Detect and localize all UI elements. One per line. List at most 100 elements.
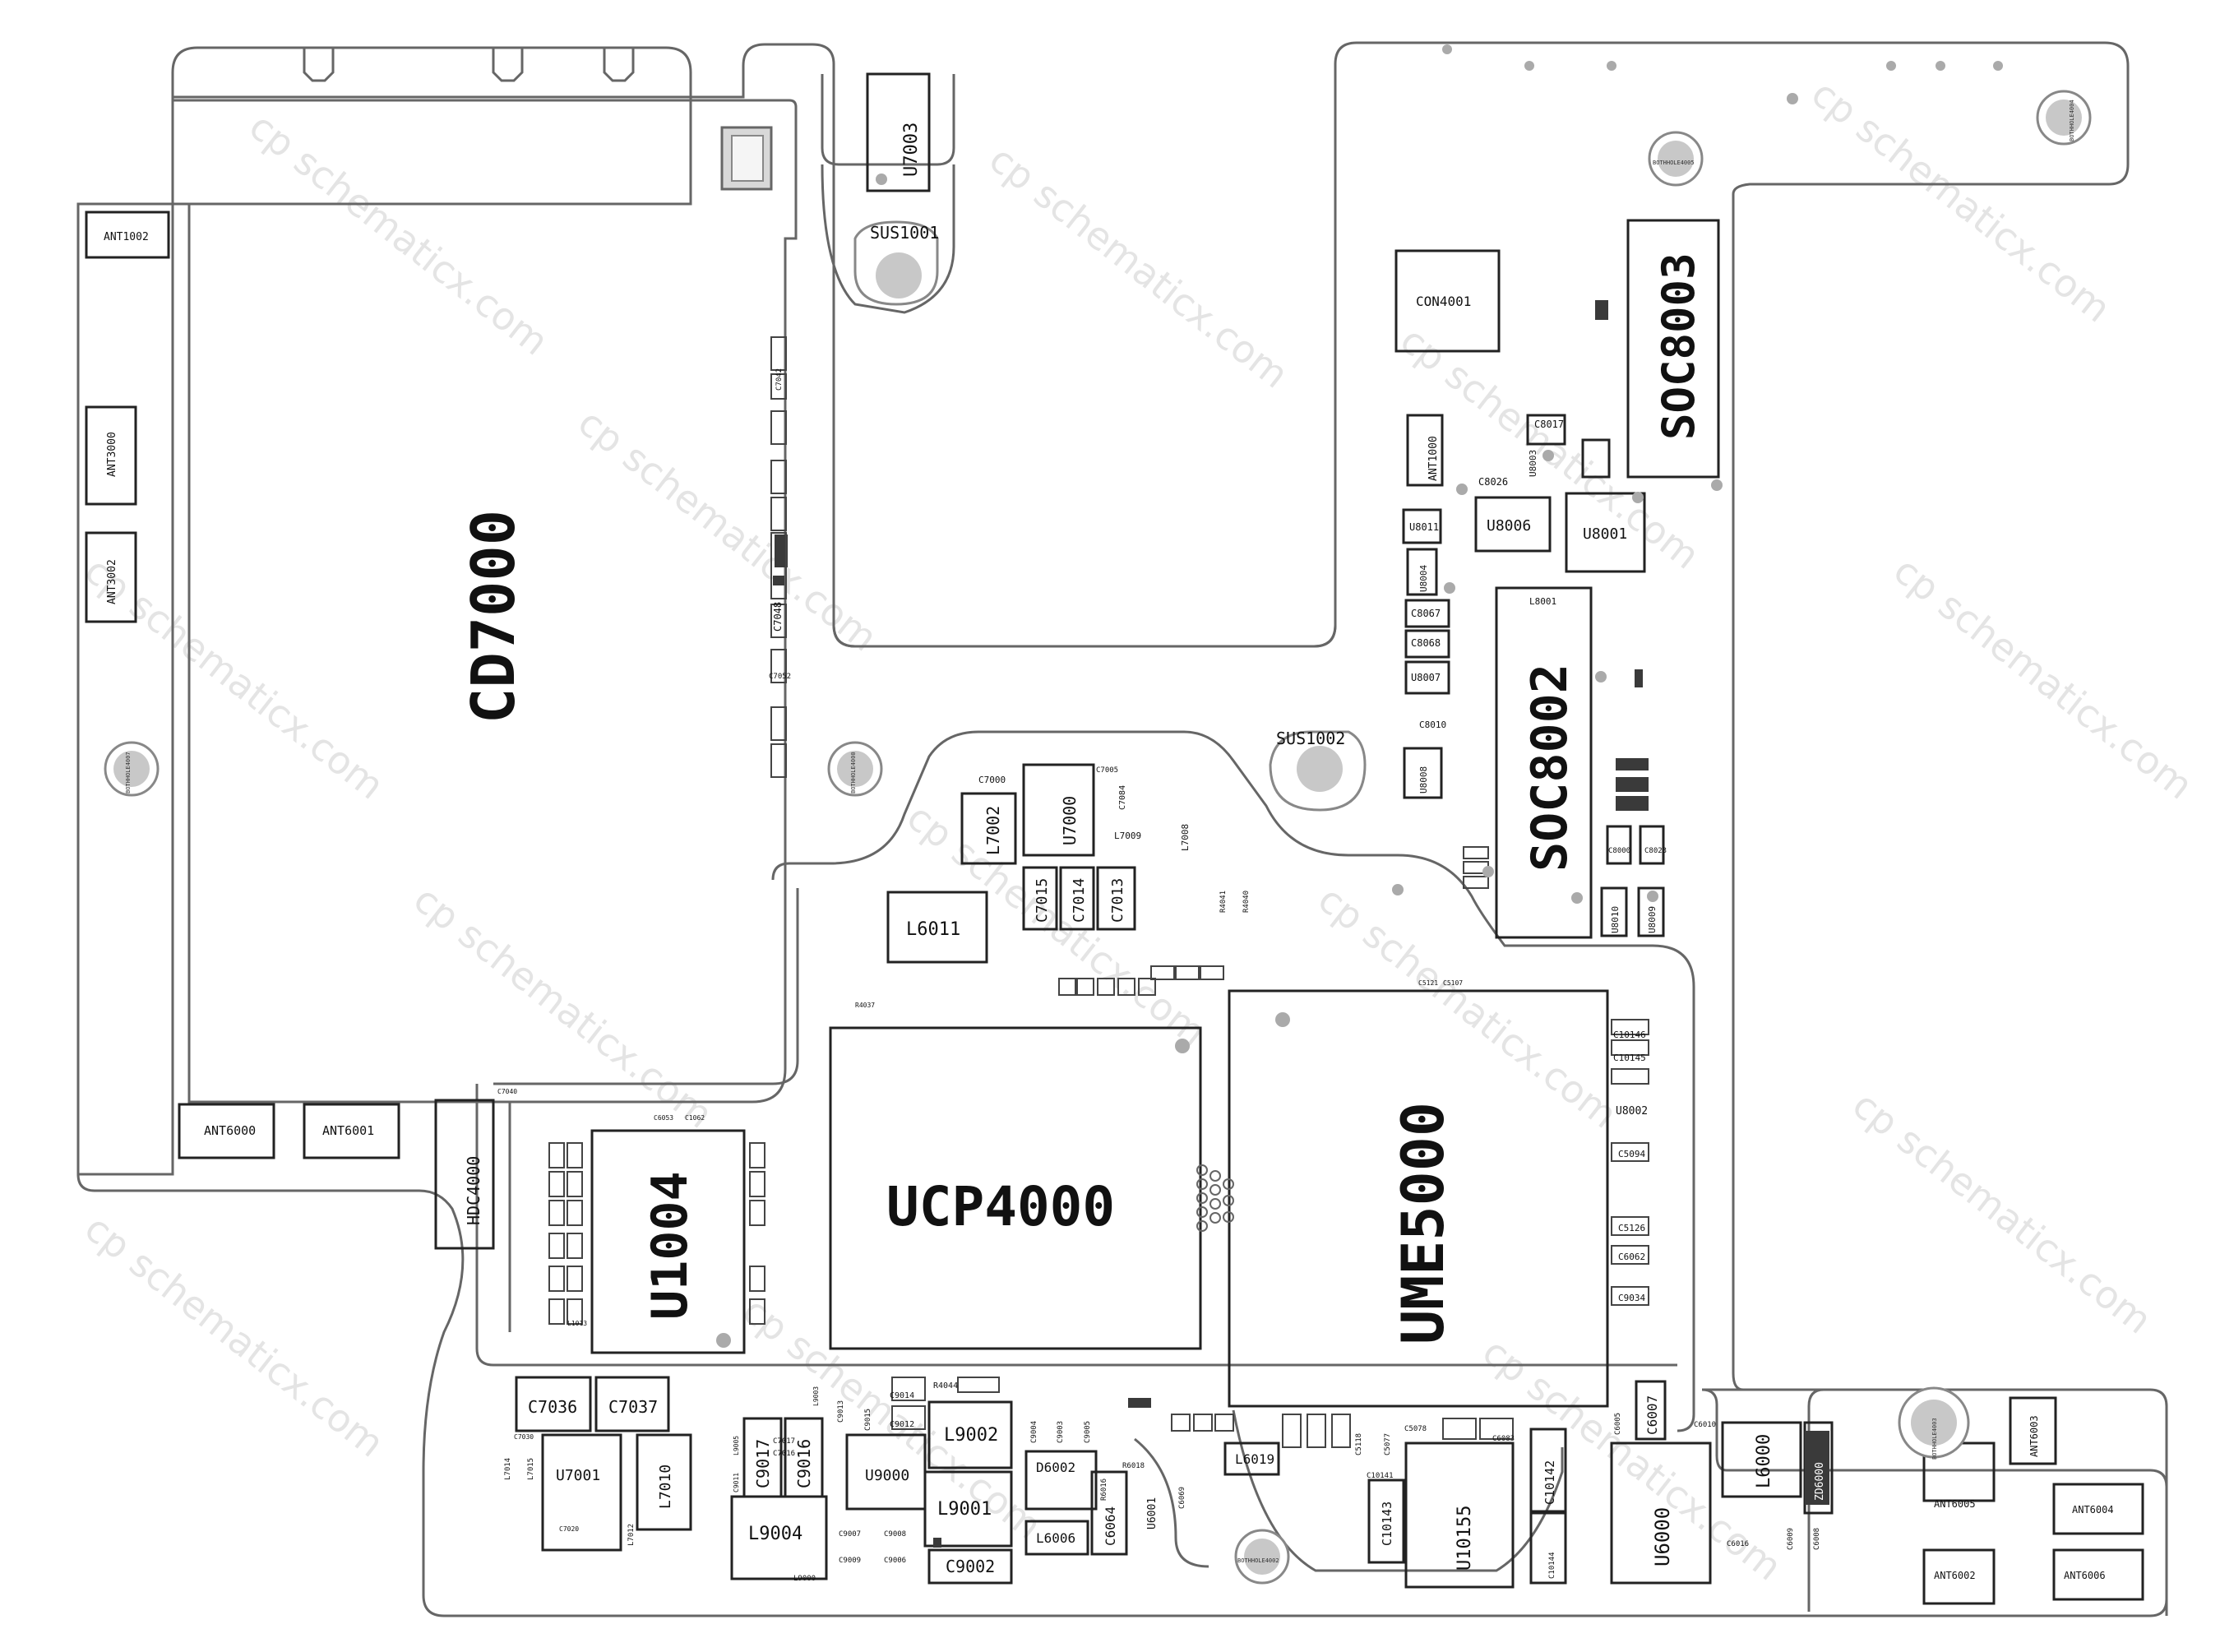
- c10145-label: C10145: [1613, 1053, 1646, 1063]
- c5118-label: C5118: [1355, 1433, 1363, 1455]
- u8001-body: [1565, 492, 1646, 573]
- ant6003-body: [2009, 1396, 2057, 1465]
- ant6001-label: ANT6001: [322, 1123, 374, 1138]
- l7015-label: L7015: [527, 1458, 535, 1480]
- u8002-label: U8002: [1616, 1105, 1648, 1118]
- c6083-label: C6083: [1492, 1435, 1515, 1443]
- ume5000-body: [1228, 989, 1609, 1408]
- watermark-text: cp schematicx.com: [1885, 548, 2201, 808]
- c10146-label: C10146: [1613, 1030, 1646, 1040]
- ant6000-label: ANT6000: [204, 1123, 256, 1138]
- c9034-label: C9034: [1618, 1293, 1645, 1303]
- c8026-label: C8026: [1478, 476, 1508, 488]
- c7037-label: C7037: [608, 1397, 658, 1417]
- sus1001-label: SUS1001: [870, 223, 939, 243]
- l6000-body: [1721, 1421, 1802, 1498]
- c8000-label: C8000: [1608, 847, 1630, 855]
- l9001-body: [923, 1470, 1013, 1548]
- zd6000-label: ZD6000: [1814, 1462, 1826, 1501]
- bga-via-cluster: [1196, 1164, 1234, 1232]
- u7000-body: [1022, 763, 1095, 857]
- l6019-label: L6019: [1235, 1451, 1274, 1467]
- u8007-label: U8007: [1411, 672, 1441, 683]
- l6000-label: L6000: [1754, 1434, 1774, 1488]
- l9004-label: L9004: [748, 1524, 802, 1544]
- hdc4000-label: HDC4000: [464, 1156, 483, 1225]
- c6008-label: C6008: [1813, 1528, 1821, 1550]
- c10143-label: C10143: [1380, 1502, 1394, 1546]
- u10155-label: U10155: [1455, 1506, 1475, 1571]
- u8001-label: U8001: [1583, 525, 1627, 543]
- c6016-label: C6016: [1727, 1540, 1749, 1548]
- passive-pads: [548, 336, 1649, 1448]
- u8004-label: U8004: [1418, 565, 1429, 592]
- ant1000-body: [1406, 414, 1444, 487]
- ant6005-label: ANT6005: [1934, 1498, 1976, 1510]
- l7012-label: L7012: [627, 1524, 636, 1546]
- c7014-label: C7014: [1071, 878, 1088, 923]
- soc8002-body: [1495, 586, 1593, 939]
- hole-4004-label: BOTHHOLE4004: [2069, 99, 2075, 141]
- c8010-label: C8010: [1419, 720, 1446, 730]
- l7014-label: L7014: [504, 1458, 512, 1480]
- watermark-text: cp schematicx.com: [981, 137, 1297, 397]
- c8067-label: C8067: [1411, 608, 1441, 619]
- hole-4002-label: BOTHHOLE4002: [1237, 1557, 1279, 1564]
- l7002-label: L7002: [983, 806, 1003, 855]
- hole-4007-label: BOTHHOLE4007: [125, 752, 132, 794]
- ant1002-body: [85, 211, 170, 259]
- u7003-body: [866, 72, 931, 192]
- c5126-label: C5126: [1618, 1223, 1645, 1233]
- c5121-label: C5121: [1418, 979, 1438, 987]
- r4040-label: R4040: [1242, 891, 1251, 913]
- l7010-body: [636, 1433, 692, 1531]
- l8001-label: L8001: [1529, 596, 1556, 607]
- c9013-label: C9013: [837, 1400, 845, 1423]
- watermark-text: cp schematicx.com: [241, 104, 557, 364]
- c7084-label: C7084: [1118, 785, 1127, 810]
- c9006-label: C9006: [884, 1557, 906, 1565]
- r4037-label: R4037: [855, 1002, 875, 1009]
- ant1000-label: ANT1000: [1427, 436, 1440, 481]
- ant6006-label: ANT6006: [2064, 1570, 2106, 1581]
- l6011-body: [886, 891, 988, 964]
- c6005-label: C6005: [1614, 1413, 1622, 1435]
- c9005-label: C9005: [1084, 1421, 1092, 1443]
- c9014-label: C9014: [890, 1391, 914, 1400]
- watermark-text: cp schematicx.com: [76, 1205, 392, 1466]
- c10141-label: C10141: [1367, 1472, 1394, 1480]
- soc8003-body: [1626, 219, 1720, 479]
- c7036-label: C7036: [528, 1397, 577, 1417]
- c6062-label: C6062: [1618, 1252, 1645, 1262]
- c9002-label: C9002: [946, 1557, 995, 1576]
- r6018-label: R6018: [1122, 1462, 1145, 1470]
- u10155-body: [1404, 1441, 1515, 1589]
- mounting-holes: [104, 90, 2092, 1585]
- u7003-label: U7003: [901, 123, 922, 177]
- soc8003-label: SOC8003: [1653, 252, 1704, 440]
- cd7000-label: CD7000: [459, 510, 528, 724]
- c7020-label: C7020: [559, 1525, 579, 1533]
- ant6004-label: ANT6004: [2072, 1504, 2114, 1515]
- component-labels: U7003 SUS1001 SUS1002 CON4001 ANT1002 AN…: [104, 123, 2114, 1583]
- sus1002-label: SUS1002: [1276, 729, 1345, 748]
- u8011-label: U8011: [1409, 521, 1439, 533]
- c7016-label: C7016: [773, 1450, 795, 1458]
- ant6006-body: [2052, 1548, 2144, 1601]
- c9015-label: C9015: [864, 1409, 872, 1431]
- u8006-body: [1474, 496, 1552, 553]
- c7017-label: C7017: [773, 1437, 795, 1446]
- l9005-label: L9005: [733, 1436, 740, 1455]
- ant3000-body: [85, 405, 137, 506]
- u1004-label: U1004: [641, 1171, 699, 1320]
- sus1002-screw-icon: [1297, 746, 1343, 792]
- c6010-label: C6010: [1694, 1421, 1716, 1429]
- ume5000-label: UME5000: [1390, 1102, 1457, 1344]
- c9003-label: C9003: [1057, 1421, 1065, 1443]
- c7013-label: C7013: [1109, 878, 1126, 923]
- c7005-label: C7005: [1096, 766, 1118, 775]
- hole-4003-label: BOTHHOLE4003: [1931, 1418, 1938, 1460]
- c6064-label: C6064: [1103, 1506, 1118, 1546]
- l9001-label: L9001: [937, 1499, 992, 1520]
